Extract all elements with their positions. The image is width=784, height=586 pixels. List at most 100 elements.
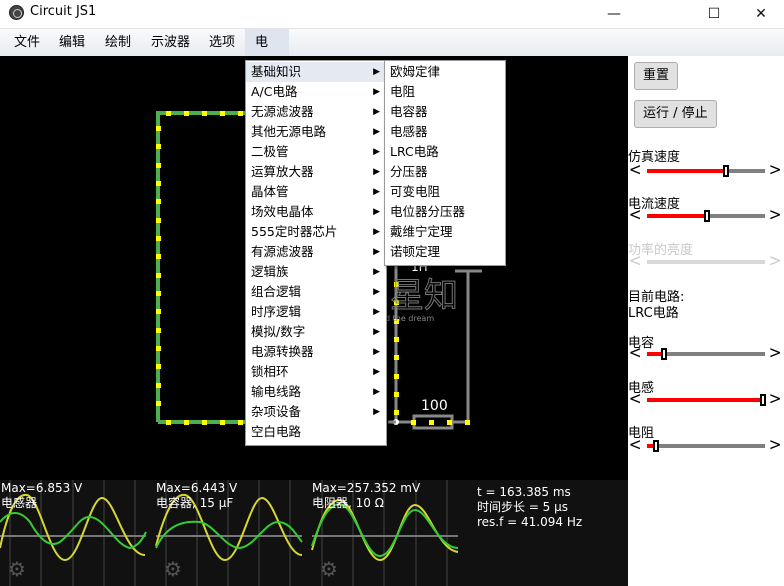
inductance-label: 电感 [628,381,655,396]
current-circuit-label: 目前电路: [628,290,685,305]
scope-1-gear-icon[interactable]: ⚙ [8,557,26,581]
resistance-slider[interactable]: < > [628,435,784,455]
menu-item-combinational-logic[interactable]: 组合逻辑▶ [246,282,386,302]
sim-speed-label: 仿真速度 [628,150,681,165]
submenu-item-thevenin[interactable]: 戴维宁定理 [390,224,453,239]
current-speed-left-arrow[interactable]: < [628,205,642,225]
inductance-left-arrow[interactable]: < [628,389,642,409]
menu-item-logic-families[interactable]: 逻辑族▶ [246,262,386,282]
submenu-item-ohms-law[interactable]: 欧姆定律 [390,64,441,79]
resistor-value: 100 [421,398,448,414]
submenu-arrow-icon: ▶ [373,107,380,117]
title-bar: Circuit JS1 — ☐ ✕ [0,0,784,27]
sim-speed-slider[interactable]: < > [628,160,784,180]
submenu-item-pot-divider[interactable]: 电位器分压器 [390,204,466,219]
window-title: Circuit JS1 [30,4,97,19]
inductance-slider[interactable]: < > [628,389,784,409]
scope-traces [0,480,459,586]
menu-item-pll[interactable]: 锁相环▶ [246,362,386,382]
scope-2-name: 电容器, 15 μF [156,496,234,510]
resistance-label: 电阻 [628,426,655,441]
capacitance-left-arrow[interactable]: < [628,343,642,363]
side-panel: 重置 运行 / 停止 仿真速度 < > 电流速度 < > 功率的亮度 < > 目… [628,56,784,586]
scope-2-gear-icon[interactable]: ⚙ [164,557,182,581]
run-stop-button[interactable]: 运行 / 停止 [634,100,717,128]
submenu-arrow-icon: ▶ [373,347,380,357]
submenu-arrow-icon: ▶ [373,367,380,377]
resistance-right-arrow[interactable]: > [768,435,782,455]
submenu-arrow-icon: ▶ [373,227,380,237]
reset-button[interactable]: 重置 [634,62,679,90]
capacitance-slider[interactable]: < > [628,343,784,363]
submenu-item-resistors[interactable]: 电阻 [390,84,416,99]
submenu-item-inductor[interactable]: 电感器 [390,124,428,139]
menu-scopes[interactable]: 示波器 [151,35,191,50]
menu-item-op-amps[interactable]: 运算放大器▶ [246,162,386,182]
menu-item-passive-filters[interactable]: 无源滤波器▶ [246,102,386,122]
resistance-left-arrow[interactable]: < [628,435,642,455]
submenu-arrow-icon: ▶ [373,187,380,197]
sim-speed-left-arrow[interactable]: < [628,160,642,180]
scope-panel[interactable]: Max=6.853 V 电感器 Max=6.443 V 电容器, 15 μF M… [0,480,628,586]
menu-file[interactable]: 文件 [14,35,41,50]
submenu-arrow-icon: ▶ [373,167,380,177]
maximize-button[interactable]: ☐ [707,5,721,22]
submenu-arrow-icon: ▶ [373,247,380,257]
close-button[interactable]: ✕ [755,5,767,22]
menu-item-basics[interactable]: 基础知识▶ [246,62,386,82]
menu-item-ac-circuits[interactable]: A/C电路▶ [246,82,386,102]
sim-res-freq: res.f = 41.094 Hz [477,515,583,529]
menu-options[interactable]: 选项 [209,35,236,50]
menu-item-power-converters[interactable]: 电源转换器▶ [246,342,386,362]
capacitance-right-arrow[interactable]: > [768,343,782,363]
submenu-arrow-icon: ▶ [373,267,380,277]
menu-draw[interactable]: 绘制 [105,35,132,50]
menu-item-other-passive[interactable]: 其他无源电路▶ [246,122,386,142]
current-speed-slider[interactable]: < > [628,205,784,225]
menu-item-sequential-logic[interactable]: 时序逻辑▶ [246,302,386,322]
menu-item-555-timer[interactable]: 555定时器芯片▶ [246,222,386,242]
circuits-menu: 基础知识▶ A/C电路▶ 无源滤波器▶ 其他无源电路▶ 二极管▶ 运算放大器▶ … [245,60,387,446]
submenu-arrow-icon: ▶ [373,67,380,77]
menu-item-transistors[interactable]: 晶体管▶ [246,182,386,202]
scope-1-max: Max=6.853 V [1,481,83,495]
menu-item-analog-digital[interactable]: 模拟/数字▶ [246,322,386,342]
submenu-arrow-icon: ▶ [373,307,380,317]
menu-edit[interactable]: 编辑 [59,35,86,50]
current-speed-label: 电流速度 [628,197,681,212]
menu-item-mosfets[interactable]: 场效电晶体▶ [246,202,386,222]
scope-3-labels: Max=257.352 mV 电阻器, 10 Ω [312,481,420,511]
menu-item-active-filters[interactable]: 有源滤波器▶ [246,242,386,262]
menu-circuits[interactable]: 电路 [245,29,289,78]
menu-item-diodes[interactable]: 二极管▶ [246,142,386,162]
watermark-subtext: Toward the dream [362,314,435,323]
sim-info: t = 163.385 ms 时间步长 = 5 μs res.f = 41.09… [477,485,582,530]
submenu-arrow-icon: ▶ [373,207,380,217]
power-brightness-right-arrow: > [768,251,782,271]
scope-1-labels: Max=6.853 V 电感器 [1,481,82,511]
minimize-button[interactable]: — [607,5,621,22]
submenu-item-lrc-circuit[interactable]: LRC电路 [390,144,439,159]
current-circuit-name: LRC电路 [628,306,679,321]
current-dots [156,111,470,425]
submenu-item-capacitor[interactable]: 电容器 [390,104,428,119]
menu-item-misc-devices[interactable]: 杂项设备▶ [246,402,386,422]
scope-2-max: Max=6.443 V [156,481,238,495]
submenu-item-norton[interactable]: 诺顿定理 [390,244,441,259]
menu-item-transmission-lines[interactable]: 输电线路▶ [246,382,386,402]
scope-2-labels: Max=6.443 V 电容器, 15 μF [156,481,237,511]
submenu-arrow-icon: ▶ [373,87,380,97]
inductance-right-arrow[interactable]: > [768,389,782,409]
sim-timestep: 时间步长 = 5 μs [477,500,569,514]
sim-speed-right-arrow[interactable]: > [768,160,782,180]
watermark-text: 星知 [390,276,459,317]
submenu-item-voltage-divider[interactable]: 分压器 [390,164,428,179]
menu-item-blank-circuit[interactable]: 空白电路 [251,424,302,439]
scope-3-name: 电阻器, 10 Ω [312,496,384,510]
submenu-arrow-icon: ▶ [373,127,380,137]
submenu-arrow-icon: ▶ [373,147,380,157]
submenu-item-potentiometer[interactable]: 可变电阻 [390,184,441,199]
menu-bar: 文件 编辑 绘制 示波器 选项 电路 [0,28,784,78]
current-speed-right-arrow[interactable]: > [768,205,782,225]
scope-3-gear-icon[interactable]: ⚙ [320,557,338,581]
